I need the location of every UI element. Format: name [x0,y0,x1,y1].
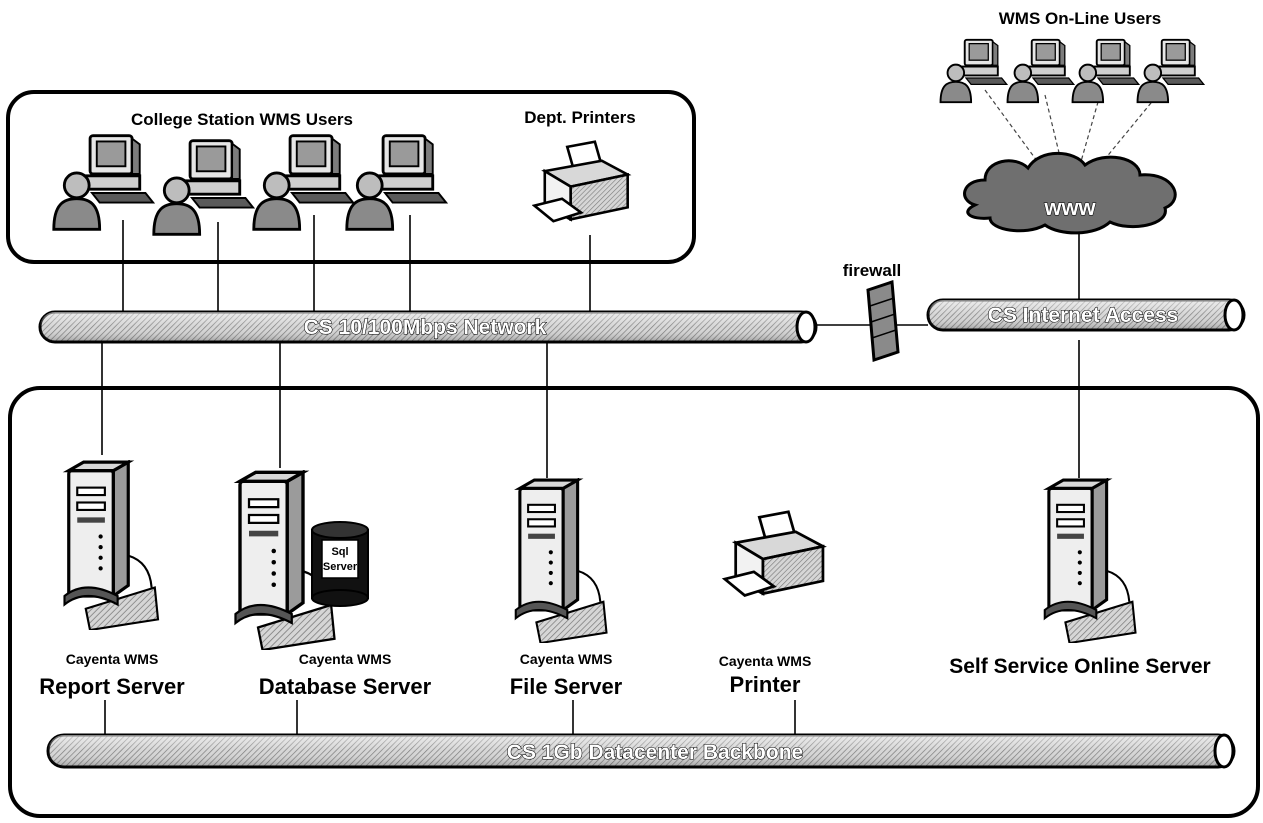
college-users-title: College Station WMS Users [131,110,353,129]
dept-printers-title: Dept. Printers [524,108,635,127]
workstation-user-icon-1 [54,136,153,230]
file-server-icon [516,480,607,643]
online-users-title: WMS On-Line Users [999,9,1161,28]
database-server-sub: Cayenta WMS [299,651,392,667]
datacenter-backbone-pipe: CS 1Gb Datacenter Backbone [48,735,1234,767]
cayenta-printer-icon [725,512,823,596]
report-server-sub: Cayenta WMS [66,651,159,667]
workstation-user-icon-4 [347,136,446,230]
lan-network-label: CS 10/100Mbps Network [304,316,547,339]
report-server-icon [65,462,159,630]
cloud-label: www [1043,195,1096,220]
online-user-icon-1 [941,40,1007,102]
self-service-server-icon [1045,480,1136,643]
sql-badge-line1: Sql [331,546,348,558]
firewall-label: firewall [843,261,902,280]
sql-server-database-icon: Sql Server [312,522,368,606]
online-user-icon-4 [1138,40,1204,102]
cayenta-printer-name: Printer [730,672,801,697]
cayenta-printer-sub: Cayenta WMS [719,653,812,669]
internet-access-label: CS Internet Access [988,304,1179,327]
lan-network-pipe: CS 10/100Mbps Network [40,312,816,342]
internet-cloud-icon: www [965,153,1176,233]
workstation-user-icon-2 [154,141,253,235]
report-server-name: Report Server [39,674,185,699]
file-server-name: File Server [510,674,623,699]
internet-access-pipe: CS Internet Access [928,300,1244,330]
dept-printer-icon [534,142,627,221]
firewall-icon [868,282,898,360]
workstation-user-icon-3 [254,136,353,230]
online-user-icon-2 [1008,40,1074,102]
sql-badge-line2: Server [323,561,358,573]
database-server-name: Database Server [259,674,432,699]
online-user-icon-3 [1073,40,1139,102]
self-service-server-name: Self Service Online Server [949,655,1210,678]
datacenter-backbone-label: CS 1Gb Datacenter Backbone [507,741,803,764]
file-server-sub: Cayenta WMS [520,651,613,667]
